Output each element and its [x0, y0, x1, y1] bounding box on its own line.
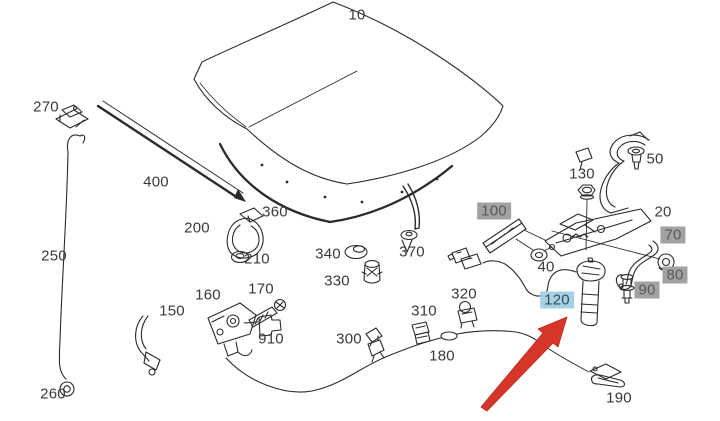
- hinge-20-art: [575, 131, 650, 214]
- part-label-190: 190: [606, 389, 632, 407]
- part-label-200: 200: [184, 219, 210, 237]
- part-label-360: 360: [262, 203, 288, 221]
- part-label-210: 210: [244, 250, 270, 268]
- part-label-100-highlighted[interactable]: 100: [477, 202, 511, 220]
- grommet-40-art: [530, 248, 548, 262]
- prop-rod-art: [58, 134, 86, 397]
- clip-370-art: [400, 229, 418, 253]
- part-label-270: 270: [33, 98, 59, 116]
- lock-lever-150-art: [135, 315, 161, 376]
- part-label-80-highlighted[interactable]: 80: [662, 266, 688, 284]
- part-label-400: 400: [143, 173, 169, 191]
- part-label-260: 260: [40, 385, 66, 403]
- part-label-160: 160: [195, 286, 221, 304]
- part-label-340: 340: [315, 245, 341, 263]
- rail-100-art: [482, 218, 546, 254]
- part-label-10: 10: [348, 6, 366, 24]
- catch-70-art: [615, 240, 659, 290]
- part-label-20: 20: [654, 203, 672, 221]
- part-label-300: 300: [336, 330, 362, 348]
- clip-300-art: [365, 327, 385, 363]
- plug-910-art: [243, 314, 282, 337]
- seal-strip-art: [96, 100, 246, 202]
- part-label-310: 310: [411, 302, 437, 320]
- bracket-270-art: [55, 104, 89, 129]
- part-label-90-highlighted[interactable]: 90: [634, 281, 660, 299]
- buffer-330-art: [361, 260, 383, 284]
- part-label-910: 910: [258, 330, 284, 348]
- hood-panel-art: [193, 1, 504, 185]
- part-label-320: 320: [451, 285, 477, 303]
- lock-cylinder-120-art: [447, 247, 606, 327]
- clip-310-art: [411, 321, 431, 345]
- bolt-50-art: [627, 146, 645, 170]
- red-pointer-arrow: [480, 316, 568, 412]
- clip-320-art: [457, 300, 478, 329]
- part-label-170: 170: [248, 280, 274, 298]
- lock-mechanism-art: [515, 208, 661, 260]
- release-cable-180-art: [225, 330, 590, 393]
- release-handle-190-art: [589, 363, 626, 388]
- part-label-70-highlighted[interactable]: 70: [660, 226, 686, 244]
- washer-340-art: [344, 244, 368, 260]
- part-label-150: 150: [159, 302, 185, 320]
- part-label-130: 130: [569, 165, 595, 183]
- hood-front-seal-art: [218, 142, 454, 230]
- part-label-40: 40: [537, 258, 555, 276]
- part-label-330: 330: [324, 272, 350, 290]
- grommet-210-art: [230, 250, 250, 264]
- part-label-120-highlighted[interactable]: 120: [540, 291, 574, 309]
- bracket-200-art: [226, 207, 264, 259]
- part-label-50: 50: [646, 150, 664, 168]
- part-label-250: 250: [41, 247, 67, 265]
- nut-130-art: [577, 184, 596, 251]
- part-label-180: 180: [429, 347, 455, 365]
- lock-body-160-art: [207, 302, 257, 357]
- part-label-370: 370: [399, 243, 425, 261]
